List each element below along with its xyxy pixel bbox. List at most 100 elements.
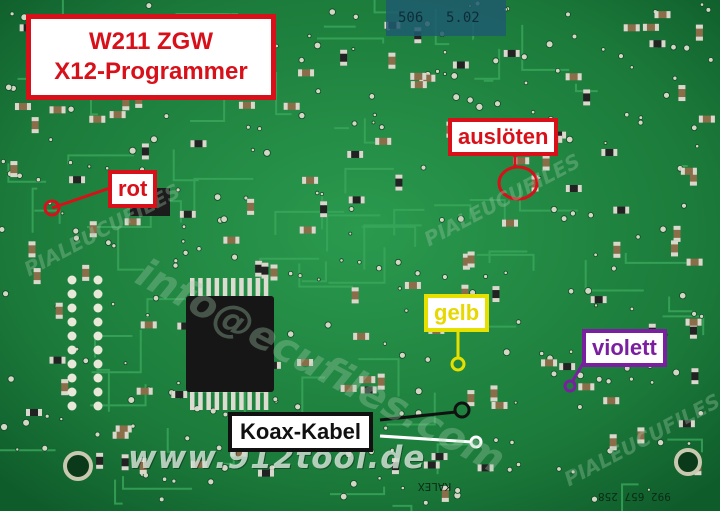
header-pad <box>67 303 77 313</box>
pcb-via <box>593 252 598 257</box>
smd-component <box>320 201 328 218</box>
label-koax-kabel: Koax-Kabel <box>228 412 374 452</box>
smd-component <box>623 24 640 32</box>
pcb-via <box>213 193 222 201</box>
pcb-trace <box>392 504 413 511</box>
pcb-trace <box>7 163 47 183</box>
smd-component <box>410 81 427 89</box>
pcb-via <box>672 75 678 81</box>
smd-component <box>441 485 449 502</box>
pcb-via <box>695 144 700 149</box>
pcb-via <box>222 411 229 418</box>
pcb-via <box>483 274 489 279</box>
pcb-via <box>44 413 50 419</box>
pcb-via <box>493 437 499 443</box>
pcb-trace <box>434 204 472 220</box>
pcb-via <box>351 120 358 127</box>
pcb-via <box>398 410 405 417</box>
smd-component <box>410 72 427 80</box>
smd-component <box>359 376 376 384</box>
smd-component <box>503 49 520 57</box>
pcb-via <box>9 11 15 17</box>
pcb-via <box>339 258 344 263</box>
pcb-trace <box>668 296 693 313</box>
smd-component <box>603 397 620 405</box>
pcb-via <box>176 380 181 386</box>
pcb-via <box>442 50 448 55</box>
pcb-via <box>171 478 177 484</box>
pcb-trace <box>483 79 494 82</box>
smd-component <box>462 253 470 270</box>
smd-component <box>686 258 703 266</box>
pcb-via <box>568 349 574 354</box>
pcb-via <box>595 375 603 383</box>
smd-component <box>649 40 666 48</box>
pcb-trace <box>0 449 56 452</box>
pcb-via <box>48 137 53 142</box>
smd-component <box>698 115 715 123</box>
violett-marker <box>563 379 577 393</box>
pcb-via <box>324 321 332 329</box>
header-pad <box>93 275 103 285</box>
pcb-trace <box>31 187 38 233</box>
main-ic-chip <box>186 278 274 410</box>
smd-component <box>654 11 671 19</box>
label-ausloeten: auslöten <box>448 118 559 156</box>
pcb-trace <box>67 154 135 165</box>
pcb-via <box>594 303 599 308</box>
pcb-trace <box>330 486 386 496</box>
ic-pin <box>190 392 195 410</box>
pcb-via <box>422 499 429 506</box>
smd-component <box>139 457 147 474</box>
pcb-via <box>414 270 421 277</box>
top-connector-block <box>386 0 506 36</box>
pcb-via <box>298 56 305 64</box>
pcb-via <box>263 149 271 157</box>
pcb-via <box>0 158 6 164</box>
pcb-via <box>492 57 500 65</box>
pcb-via <box>182 249 189 256</box>
pcb-trace <box>621 483 639 511</box>
pcb-via <box>315 88 322 95</box>
pcb-via <box>637 119 644 126</box>
pcb-via <box>128 146 137 155</box>
pcb-via <box>298 112 306 120</box>
pcb-via <box>649 380 655 385</box>
ic-pin <box>222 278 228 296</box>
pcb-via <box>0 423 8 431</box>
pcb-via <box>679 292 687 300</box>
title-box: W211 ZGW X12-Programmer <box>26 14 276 100</box>
smd-component <box>685 318 702 326</box>
smd-component <box>678 420 695 428</box>
smd-component <box>423 461 440 469</box>
pcb-via <box>494 100 501 108</box>
header-pad <box>93 331 103 341</box>
pcb-via <box>383 425 389 431</box>
pcb-via <box>545 40 554 48</box>
pcb-via <box>368 93 376 100</box>
pcb-via <box>670 44 677 51</box>
header-pad <box>67 373 77 383</box>
smd-component <box>31 117 39 134</box>
pcb-via <box>404 308 409 313</box>
smd-component <box>302 176 319 184</box>
pcb-via <box>168 458 173 463</box>
pcb-trace <box>301 376 326 417</box>
smd-component <box>353 332 370 340</box>
pcb-via <box>5 83 13 91</box>
smd-component <box>96 452 104 469</box>
pcb-trace <box>259 257 320 293</box>
smd-component <box>25 408 42 416</box>
smd-component <box>140 321 157 329</box>
pcb-via <box>450 72 458 80</box>
smd-component <box>613 241 621 258</box>
smd-component <box>565 73 582 81</box>
smd-component <box>190 140 207 148</box>
smd-component <box>33 268 41 285</box>
pcb-via <box>663 91 670 99</box>
pcb-trace <box>334 127 350 130</box>
ic-pin <box>214 278 220 296</box>
pcb-via <box>520 53 528 61</box>
smd-component <box>404 281 421 289</box>
header-pad <box>67 359 77 369</box>
